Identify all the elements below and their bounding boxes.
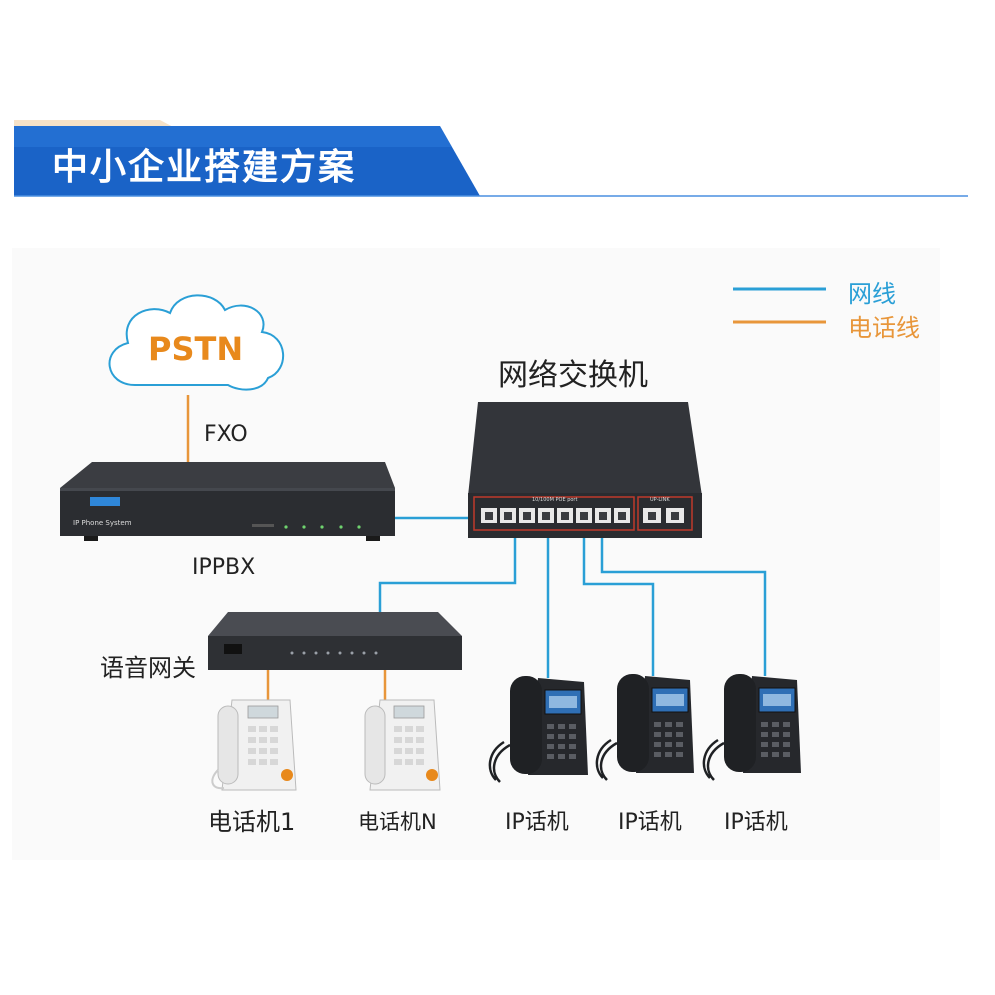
banner-shape (14, 126, 480, 196)
analog-phone-n (364, 699, 441, 791)
ipphone-label-1: IP话机 (505, 810, 569, 835)
ip-phone-1 (488, 676, 588, 783)
switch-port-label: 10/100M POE port (532, 497, 578, 503)
gateway-label: 语音网关 (100, 654, 196, 682)
pstn-label: PSTN (148, 330, 244, 368)
phone1-label: 电话机1 (208, 808, 296, 836)
banner-highlight (14, 126, 452, 147)
legend-phone-label: 电话线 (848, 314, 920, 342)
header-banner (14, 120, 968, 197)
gateway-leds (290, 651, 378, 655)
ippbx-brand-label: IP Phone System (73, 519, 132, 527)
switch-uplink-label: UP-LINK (650, 497, 670, 503)
switch-ipphone3-line (600, 524, 767, 676)
ippbx-logo (90, 497, 120, 506)
ip-phone-3 (702, 674, 801, 781)
ippbx-leds (284, 525, 361, 529)
analog-phone-1 (211, 699, 297, 791)
ip-phone-2 (595, 674, 694, 781)
legend-network-label: 网线 (848, 280, 896, 308)
ippbx-label: IPPBX (192, 555, 256, 580)
voice-gateway (208, 612, 462, 670)
ipphone-label-3: IP话机 (724, 810, 788, 835)
ippbx-device (60, 462, 395, 541)
pstn-cloud (108, 294, 284, 391)
fxo-label: FXO (204, 422, 248, 447)
phoneN-label: 电话机N (358, 810, 437, 834)
page-title: 中小企业搭建方案 (52, 147, 357, 188)
switch-gateway-line (378, 524, 517, 612)
network-switch (468, 402, 702, 538)
switch-ipphone2-line (582, 524, 655, 676)
ipphone-label-2: IP话机 (618, 810, 682, 835)
switch-label: 网络交换机 (498, 358, 648, 393)
phone-lines (186, 395, 387, 700)
network-lines (378, 516, 767, 678)
